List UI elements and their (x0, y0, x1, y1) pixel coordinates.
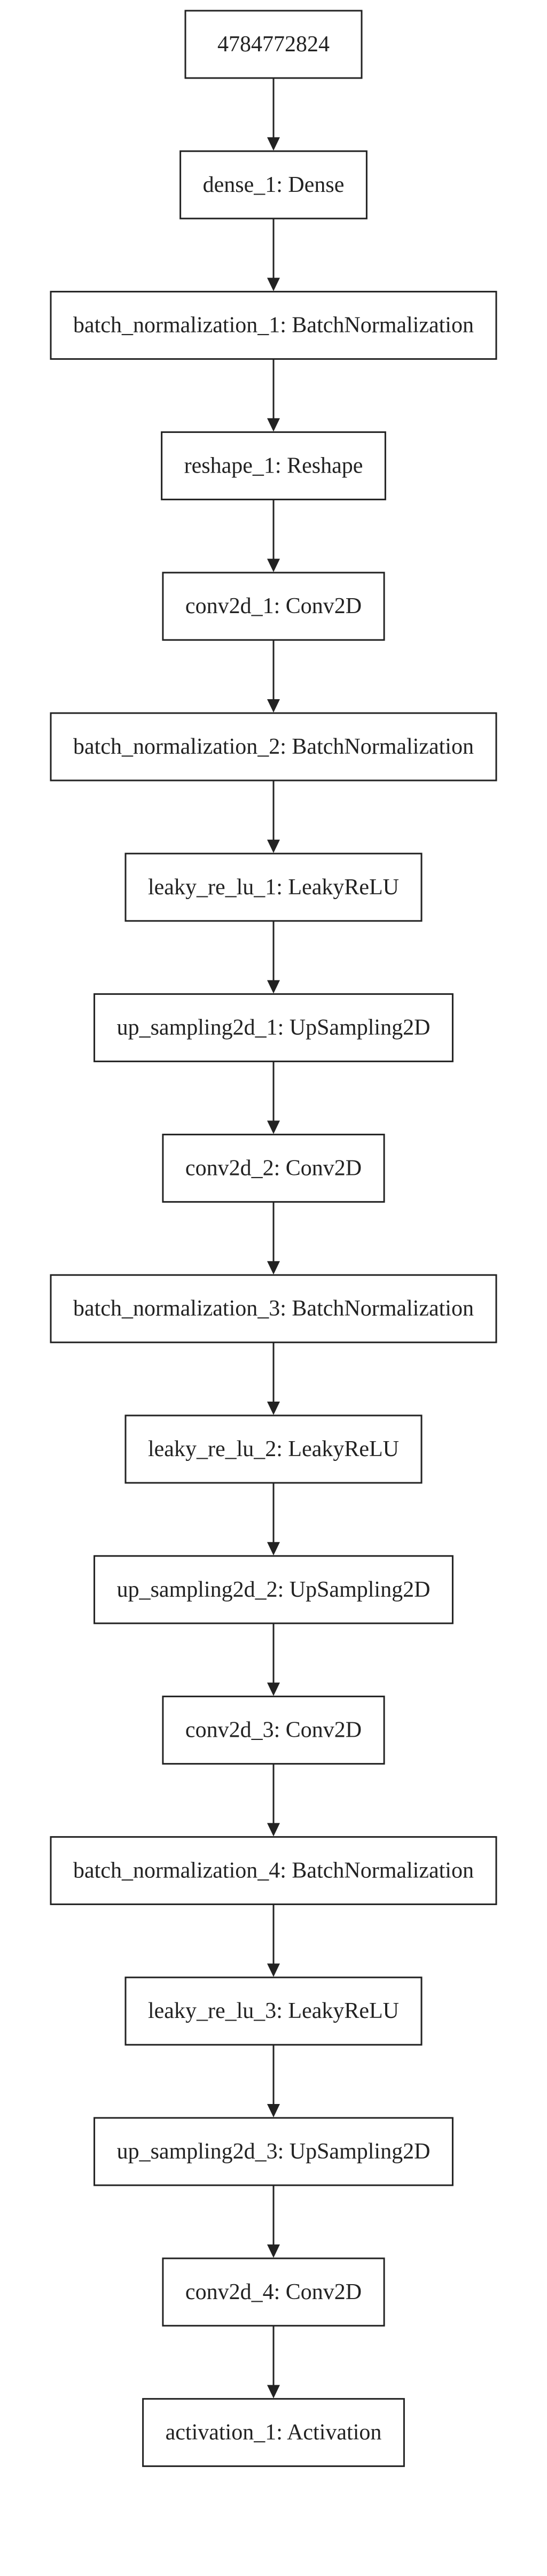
node-dense-1: dense_1: Dense (179, 150, 368, 220)
node-box (124, 1414, 423, 1484)
node-up-sampling2d-1: up_sampling2d_1: UpSampling2D (93, 993, 454, 1063)
edge-arrow (267, 1904, 280, 1977)
node-box (179, 150, 368, 220)
node-label: conv2d_1: Conv2D (185, 594, 362, 618)
node-up-sampling2d-2: up_sampling2d_2: UpSampling2D (93, 1555, 454, 1624)
node-box (162, 571, 385, 641)
edge-arrow (267, 1623, 280, 1696)
node-batch-normalization-1: batch_normalization_1: BatchNormalizatio… (50, 291, 497, 360)
arrowhead-icon (267, 1402, 280, 1415)
arrowhead-icon (267, 839, 280, 853)
node-label: leaky_re_lu_2: LeakyReLU (148, 1437, 399, 1461)
node-label: batch_normalization_3: BatchNormalizatio… (73, 1296, 474, 1321)
node-label: activation_1: Activation (166, 2420, 382, 2445)
arrowhead-icon (267, 1542, 280, 1556)
arrowhead-icon (267, 277, 280, 291)
node-box (50, 712, 497, 782)
node-box (162, 1696, 385, 1765)
node-conv2d-2: conv2d_2: Conv2D (162, 1133, 385, 1203)
node-label: up_sampling2d_1: UpSampling2D (117, 1016, 431, 1040)
node-box (93, 993, 454, 1063)
node-batch-normalization-3: batch_normalization_3: BatchNormalizatio… (50, 1274, 497, 1343)
arrowhead-icon (267, 559, 280, 573)
node-box (50, 1274, 497, 1343)
arrowhead-icon (267, 2385, 280, 2399)
node-box (50, 1836, 497, 1905)
arrowhead-icon (267, 1261, 280, 1275)
node-reshape-1: reshape_1: Reshape (161, 431, 386, 500)
node-box (124, 853, 423, 922)
edge-arrow (267, 1202, 280, 1275)
node-box (162, 1133, 385, 1203)
node-box (162, 2257, 385, 2327)
node-batch-normalization-2: batch_normalization_2: BatchNormalizatio… (50, 712, 497, 782)
edge-arrow (267, 1483, 280, 1556)
edge-arrow (267, 78, 280, 151)
node-label: batch_normalization_2: BatchNormalizatio… (73, 734, 474, 759)
node-label: leaky_re_lu_3: LeakyReLU (148, 1999, 399, 2023)
node-label: leaky_re_lu_1: LeakyReLU (148, 875, 399, 900)
edge-arrow (267, 2045, 280, 2117)
node-label: up_sampling2d_3: UpSampling2D (117, 2139, 431, 2164)
arrowhead-icon (267, 137, 280, 151)
node-box (93, 2117, 454, 2186)
node-label: reshape_1: Reshape (184, 453, 363, 478)
arrowhead-icon (267, 1963, 280, 1977)
edges-layer (267, 78, 280, 2399)
arrowhead-icon (267, 2104, 280, 2117)
arrowhead-icon (267, 2244, 280, 2258)
node-conv2d-4: conv2d_4: Conv2D (162, 2257, 385, 2327)
edge-arrow (267, 2185, 280, 2258)
node-label: batch_normalization_1: BatchNormalizatio… (73, 313, 474, 338)
arrowhead-icon (267, 699, 280, 713)
node-label: conv2d_4: Conv2D (185, 2280, 362, 2304)
node-leaky-re-lu-1: leaky_re_lu_1: LeakyReLU (124, 853, 423, 922)
node-conv2d-1: conv2d_1: Conv2D (162, 571, 385, 641)
node-box (142, 2398, 405, 2467)
node-box (184, 10, 363, 79)
node-label: 4784772824 (217, 32, 330, 57)
node-box (93, 1555, 454, 1624)
node-leaky-re-lu-3: leaky_re_lu_3: LeakyReLU (124, 1976, 423, 2046)
edge-arrow (267, 2325, 280, 2399)
edge-arrow (267, 1763, 280, 1837)
edge-arrow (267, 1342, 280, 1415)
edge-arrow (267, 218, 280, 291)
node-conv2d-3: conv2d_3: Conv2D (162, 1696, 385, 1765)
arrowhead-icon (267, 418, 280, 432)
node-label: up_sampling2d_2: UpSampling2D (117, 1577, 431, 1602)
node-label: conv2d_3: Conv2D (185, 1718, 362, 1743)
node-activation-1: activation_1: Activation (142, 2398, 405, 2467)
node-box (50, 291, 497, 360)
edge-arrow (267, 359, 280, 432)
arrowhead-icon (267, 1823, 280, 1837)
node-up-sampling2d-3: up_sampling2d_3: UpSampling2D (93, 2117, 454, 2186)
edge-arrow (267, 1061, 280, 1134)
arrowhead-icon (267, 980, 280, 994)
edge-arrow (267, 920, 280, 994)
edge-arrow (267, 499, 280, 573)
node-box (124, 1976, 423, 2046)
node-label: batch_normalization_4: BatchNormalizatio… (73, 1858, 474, 1883)
edge-arrow (267, 780, 280, 853)
arrowhead-icon (267, 1120, 280, 1134)
node-input: 4784772824 (184, 10, 363, 79)
nodes-layer: 4784772824 dense_1: Dense batch_normalizat… (50, 10, 497, 2467)
node-box (161, 431, 386, 500)
node-batch-normalization-4: batch_normalization_4: BatchNormalizatio… (50, 1836, 497, 1905)
node-leaky-re-lu-2: leaky_re_lu_2: LeakyReLU (124, 1414, 423, 1484)
arrowhead-icon (267, 1682, 280, 1696)
node-label: conv2d_2: Conv2D (185, 1156, 362, 1180)
node-label: dense_1: Dense (203, 173, 345, 197)
edge-arrow (267, 640, 280, 713)
